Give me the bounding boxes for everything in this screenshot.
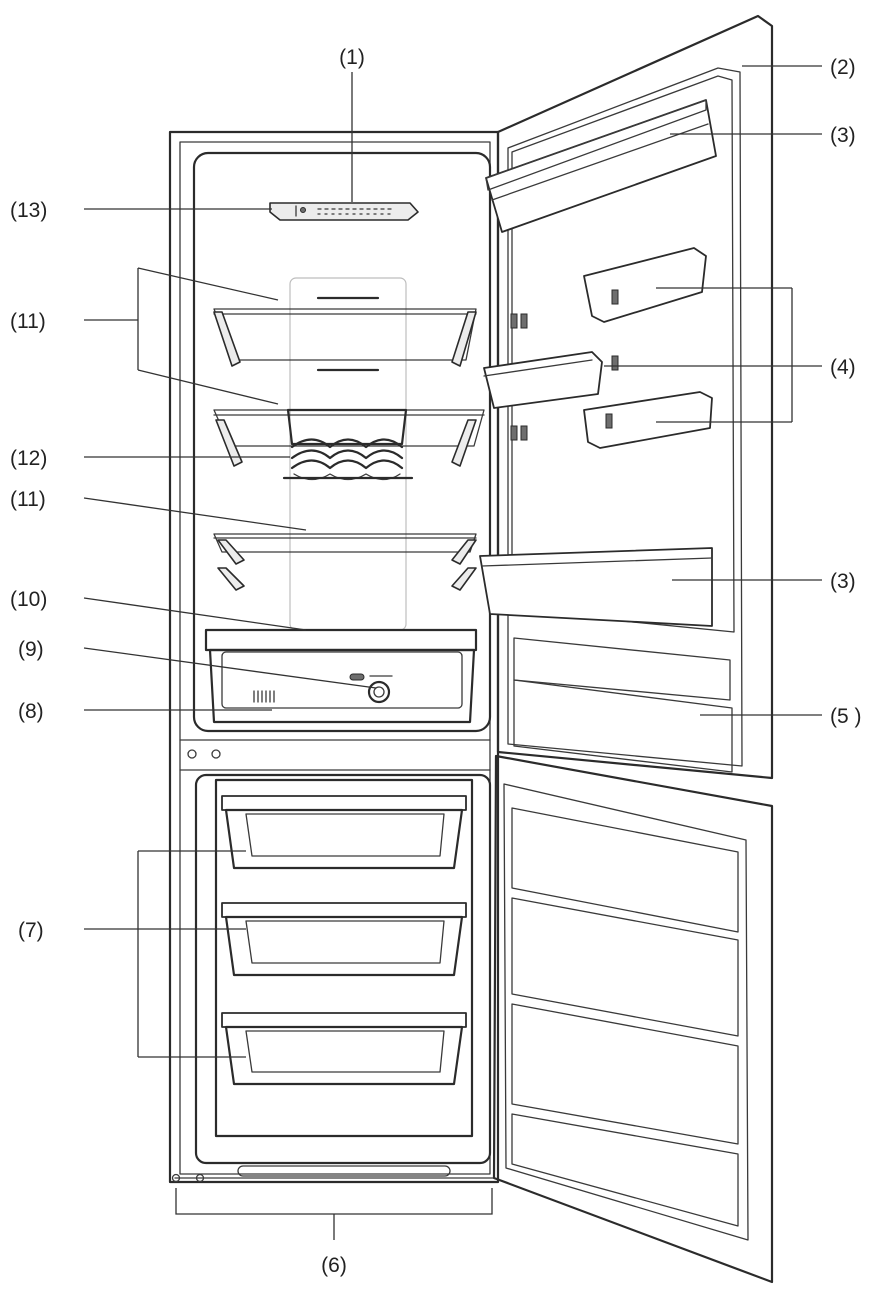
fridge-door [496, 14, 774, 780]
glass-shelf-lower [213, 533, 477, 591]
leader-10 [83, 597, 307, 631]
vent-slots [253, 690, 275, 703]
callout-labels: (1) (2) (3) (4) (3) (5 ) (6) (7) (8) (9)… [10, 46, 862, 1277]
door-shelf-lower [583, 391, 713, 449]
label-4: (4) [830, 356, 856, 379]
label-13: (13) [10, 199, 47, 222]
label-10: (10) [10, 588, 47, 611]
label-9: (9) [18, 638, 44, 661]
label-6: (6) [321, 1254, 347, 1277]
label-8: (8) [18, 700, 44, 723]
leader-11a-bottom [137, 369, 279, 405]
label-3-bottom: (3) [830, 570, 856, 593]
crisper-drawer [204, 628, 478, 724]
freezer-compartment [194, 773, 492, 1165]
door-balcony-top [485, 99, 717, 233]
door-balcony-bottom [479, 547, 713, 627]
door-shelf-middle [483, 351, 603, 409]
freezer-drawer-1 [221, 795, 467, 870]
wine-rack [282, 408, 414, 481]
label-7: (7) [18, 919, 44, 942]
leader-9 [83, 647, 377, 689]
label-5: (5 ) [830, 705, 862, 728]
label-12: (12) [10, 447, 47, 470]
control-panel [269, 202, 419, 221]
freezer-door [492, 754, 774, 1284]
label-1: (1) [339, 46, 365, 69]
freezer-drawer-3 [221, 1012, 467, 1086]
leader-lines [83, 65, 822, 1240]
fridge-compartment [192, 151, 492, 733]
back-wall-channel [289, 277, 407, 631]
glass-shelf-middle [213, 368, 485, 467]
label-2: (2) [830, 56, 856, 79]
glass-shelf-upper [213, 296, 477, 367]
freezer-drawer-2 [221, 902, 467, 977]
label-11-upper: (11) [10, 310, 46, 333]
door-shelf-upper [583, 247, 707, 323]
leader-6-bracket [175, 1188, 493, 1215]
humidity-control-knob [349, 673, 393, 704]
label-11-lower: (11) [10, 488, 46, 511]
leader-11a-top [137, 267, 279, 301]
label-3-top: (3) [830, 124, 856, 147]
leader-11b [83, 497, 307, 531]
